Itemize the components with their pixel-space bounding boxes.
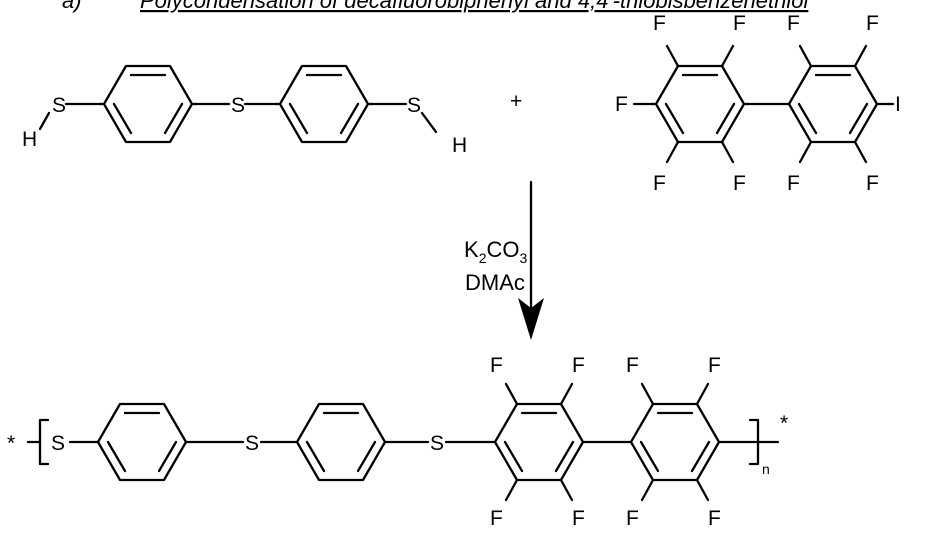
fluorine-label: F (572, 507, 585, 530)
fluoro-ring-left (654, 64, 746, 144)
thioether-sulfur: S (430, 432, 444, 455)
base-co-subscript: 3 (519, 250, 527, 266)
chain-end-asterisk-right: * (780, 412, 788, 435)
thiol-sulfur-right: S (407, 94, 421, 117)
bridge-sulfur: S (231, 94, 245, 117)
reactant-fluorobiphenyl: F F F F F F F I F F (615, 12, 901, 195)
title-text: Polycondensation of decafluorobiphenyl a… (140, 0, 809, 13)
plus-sign: + (510, 90, 522, 113)
chain-end-asterisk-left: * (7, 432, 15, 455)
fluorine-label: F (490, 507, 503, 530)
product-fluoro-ring-2 (629, 402, 721, 482)
benzene-ring-left (102, 64, 194, 144)
thioether-sulfur: S (245, 432, 259, 455)
fluorine-label: F (866, 172, 879, 195)
fluorine-label: F (708, 507, 721, 530)
solvent-label: DMAc (465, 270, 525, 295)
fluorine-label: F (572, 354, 585, 377)
thiol-hydrogen-left: H (22, 128, 37, 151)
product-polymer: * S S S F F F F F F F F n * (7, 354, 788, 530)
fluorine-label: F (653, 172, 666, 195)
fluorine-label: F (866, 12, 879, 35)
base-k: K (464, 237, 479, 262)
fluorine-label: F (733, 172, 746, 195)
scheme-title: a) Polycondensation of decafluorobipheny… (62, 0, 809, 13)
repeat-bracket-left (38, 418, 50, 466)
fluorine-label: F (787, 172, 800, 195)
product-ring-2 (295, 402, 387, 482)
fluorine-label: F (626, 507, 639, 530)
repeat-unit-n: n (762, 461, 770, 477)
thiol-hydrogen-right: H (452, 134, 467, 157)
base-reagent: K2CO3 (464, 237, 527, 266)
product-fluoro-ring-1 (493, 402, 585, 482)
fluorine-label: F (615, 93, 628, 116)
fluorine-label: F (708, 354, 721, 377)
fluorine-label: F (653, 12, 666, 35)
reactant-thiobisbenzenethiol: S H S S H (22, 64, 467, 157)
benzene-ring-right (278, 64, 370, 144)
product-ring-1 (96, 402, 188, 482)
fluoro-ring-right (787, 64, 879, 144)
title-label: a) (62, 0, 82, 13)
thiol-sulfur-left: S (52, 94, 66, 117)
repeat-bracket-right (748, 418, 760, 466)
reaction-arrow (518, 180, 544, 340)
thioether-sulfur: S (51, 432, 65, 455)
fluorine-label: F (733, 12, 746, 35)
fluorine-label: F (626, 354, 639, 377)
fluorine-label: F (490, 354, 503, 377)
iodine-label: I (895, 93, 901, 116)
reaction-conditions: K2CO3 DMAc (464, 237, 527, 295)
fluorine-label: F (787, 12, 800, 35)
base-co: CO (486, 237, 519, 262)
base-k-subscript: 2 (479, 250, 487, 266)
